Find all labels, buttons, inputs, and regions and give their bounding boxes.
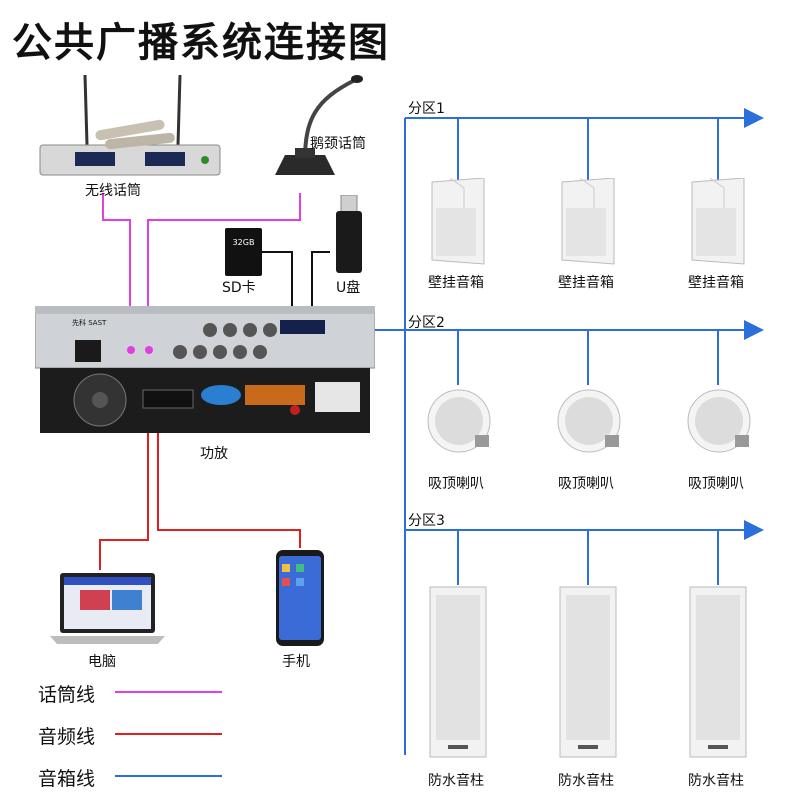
zone-2-speaker-label: 吸顶喇叭 bbox=[428, 476, 484, 492]
legend-mic-line-label: 话筒线 bbox=[38, 684, 96, 706]
wall-speaker bbox=[690, 177, 746, 266]
column-speaker bbox=[558, 585, 618, 760]
mic-lines bbox=[102, 193, 301, 350]
column-speaker bbox=[428, 585, 488, 760]
computer-label: 电脑 bbox=[88, 654, 116, 670]
ceiling-speaker bbox=[685, 385, 753, 457]
zone-3-speaker-label: 防水音柱 bbox=[688, 773, 744, 789]
zone-2-label: 分区2 bbox=[408, 315, 445, 331]
phone-label: 手机 bbox=[282, 654, 310, 670]
amplifier-label: 功放 bbox=[200, 446, 228, 462]
audio-lines bbox=[99, 400, 301, 570]
diagram-title: 公共广播系统连接图 bbox=[12, 20, 390, 66]
zone-3-label: 分区3 bbox=[408, 513, 445, 529]
wireless-mic-receiver bbox=[35, 70, 225, 185]
sd-card-label: SD卡 bbox=[222, 280, 256, 296]
usb-drive bbox=[333, 194, 365, 277]
amplifier-brand: 先科 SAST bbox=[72, 319, 107, 327]
phone bbox=[274, 548, 326, 648]
usb-drive-label: U盘 bbox=[336, 280, 361, 296]
wireless-mic-label: 无线话筒 bbox=[85, 183, 141, 199]
legend-audio-line-swatch bbox=[115, 733, 222, 735]
legend-speaker-line-label: 音箱线 bbox=[38, 768, 96, 790]
column-speaker bbox=[688, 585, 748, 760]
zone-1-speaker-label: 壁挂音箱 bbox=[558, 275, 614, 291]
ceiling-speaker bbox=[425, 385, 493, 457]
ceiling-speaker bbox=[555, 385, 623, 457]
wall-speaker bbox=[430, 177, 486, 266]
gooseneck-mic bbox=[265, 70, 375, 180]
zone-2-speaker-label: 吸顶喇叭 bbox=[688, 476, 744, 492]
gooseneck-mic-label: 鹅颈话筒 bbox=[310, 136, 366, 152]
legend-audio-line-label: 音频线 bbox=[38, 726, 96, 748]
legend-speaker-line-swatch bbox=[115, 775, 222, 777]
zone-3-speaker-label: 防水音柱 bbox=[558, 773, 614, 789]
zone-1-speaker-label: 壁挂音箱 bbox=[428, 275, 484, 291]
zone-1-label: 分区1 bbox=[408, 101, 445, 117]
amplifier bbox=[34, 300, 376, 440]
legend-mic-line-swatch bbox=[115, 691, 222, 693]
sd-card-text: 32GB bbox=[232, 238, 255, 247]
sd-card: 32GB bbox=[225, 228, 262, 276]
zone-3-speaker-label: 防水音柱 bbox=[428, 773, 484, 789]
zone-2-speaker-label: 吸顶喇叭 bbox=[558, 476, 614, 492]
computer-laptop bbox=[50, 568, 165, 648]
wall-speaker bbox=[560, 177, 616, 266]
zone-1-speaker-label: 壁挂音箱 bbox=[688, 275, 744, 291]
speaker-lines bbox=[375, 108, 764, 755]
